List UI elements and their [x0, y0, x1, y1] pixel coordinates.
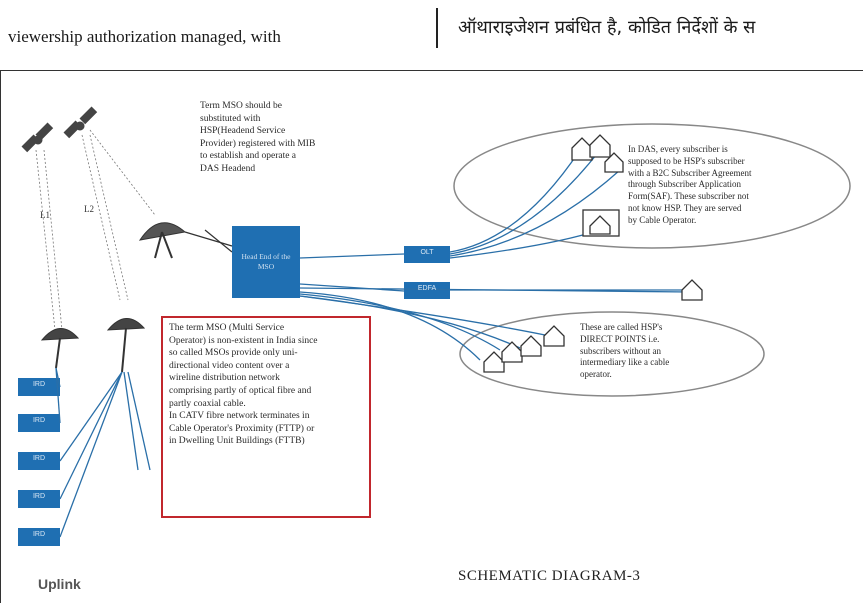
headend-note: Term MSO should be substituted with HSP(… — [200, 101, 316, 174]
satellite-icon — [63, 106, 98, 139]
ird-label: IRD — [32, 455, 46, 462]
direct-points-ellipse — [459, 311, 765, 397]
ird-box — [18, 490, 60, 508]
beam-label: L2 — [84, 204, 94, 214]
satellite-icon — [21, 122, 54, 153]
mso-note: The term MSO (Multi Service Operator) is… — [161, 316, 371, 518]
ird-label: IRD — [32, 417, 46, 424]
olt-label: OLT — [420, 249, 434, 256]
headend-box — [232, 226, 300, 298]
ird-box — [18, 378, 60, 396]
ird-box — [18, 528, 60, 546]
uplink-beams — [35, 129, 156, 331]
house-icon — [501, 341, 523, 363]
das-subscriber-ellipse — [453, 123, 851, 249]
header-left-text: viewership authorization managed, with — [8, 27, 281, 46]
header-right-text: ऑथाराइजेशन प्रबंधित है, कोडित निर्देशों … — [458, 17, 756, 38]
receive-dish-icon — [138, 222, 233, 259]
column-divider — [436, 8, 438, 48]
fibre-links — [299, 149, 691, 361]
das-note: In DAS, every subscriber is supposed to … — [628, 144, 752, 225]
ird-label: IRD — [32, 381, 46, 388]
house-icon — [582, 209, 620, 237]
uplink-dish-icon — [106, 318, 146, 373]
headend-label: Head End of the MSO — [241, 252, 291, 271]
uplink-links — [55, 367, 151, 538]
edfa-box — [404, 282, 450, 299]
house-icon — [571, 137, 593, 161]
direct-points-note: These are called HSP's DIRECT POINTS i.e… — [580, 322, 670, 380]
ird-box — [18, 414, 60, 432]
ird-label: IRD — [32, 531, 46, 538]
house-icon — [520, 335, 542, 357]
house-icon — [543, 325, 565, 347]
ird-box — [18, 452, 60, 470]
diagram-caption: SCHEMATIC DIAGRAM-3 — [458, 568, 641, 584]
ird-label: IRD — [32, 493, 46, 500]
house-icon — [604, 152, 624, 173]
beam-label: L1 — [40, 210, 50, 220]
edfa-label: EDFA — [417, 285, 437, 292]
olt-box — [404, 246, 450, 263]
uplink-label: Uplink — [38, 576, 81, 592]
uplink-dish-icon — [40, 328, 80, 369]
diagram-frame — [0, 70, 863, 603]
house-icon — [681, 279, 703, 301]
house-icon — [483, 351, 505, 373]
house-icon — [589, 134, 611, 158]
